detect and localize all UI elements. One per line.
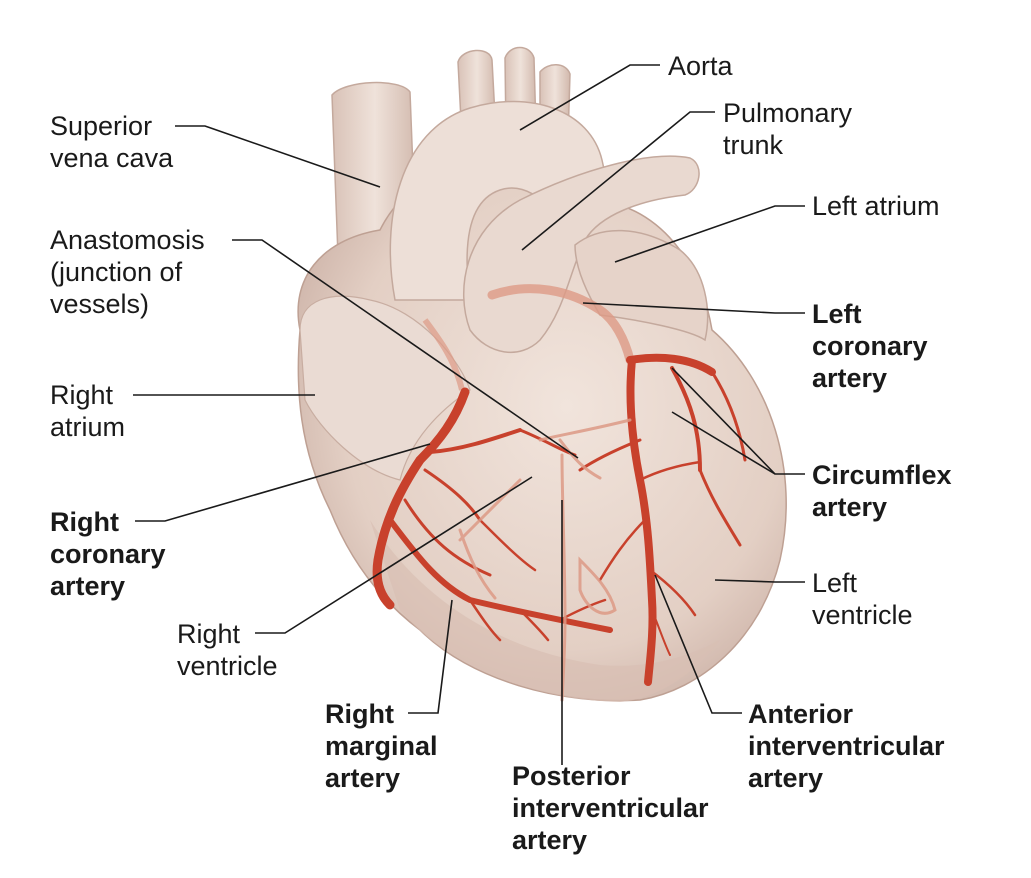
- label-line: ventricle: [177, 651, 278, 681]
- label-line: interventricular: [512, 793, 709, 823]
- label-line: artery: [748, 763, 824, 793]
- label-line: Anterior: [748, 699, 854, 729]
- label-line: ventricle: [812, 600, 913, 630]
- label-superior-vena-cava: Superior vena cava: [50, 110, 173, 174]
- label-line: Left: [812, 299, 862, 329]
- label-anastomosis: Anastomosis (junction of vessels): [50, 224, 205, 320]
- left-coronary-artery-faint: [487, 284, 635, 365]
- anterior-interventricular-artery-vessel: [626, 356, 657, 686]
- label-line: vena cava: [50, 143, 174, 173]
- label-left-coronary-artery: Left coronary artery: [812, 298, 928, 394]
- label-circumflex-artery: Circumflex artery: [812, 459, 952, 523]
- label-line: Posterior: [512, 761, 631, 791]
- label-line: interventricular: [748, 731, 945, 761]
- label-right-coronary-artery: Right coronary artery: [50, 506, 166, 602]
- label-line: Left atrium: [812, 191, 940, 221]
- label-left-atrium: Left atrium: [812, 190, 940, 222]
- label-right-ventricle: Right ventricle: [177, 618, 278, 682]
- right-coronary-artery-vessel: [372, 387, 470, 610]
- label-line: Aorta: [668, 51, 733, 81]
- label-pulmonary-trunk: Pulmonary trunk: [723, 97, 852, 161]
- label-right-marginal-artery: Right marginal artery: [325, 698, 438, 794]
- label-line: coronary: [812, 331, 928, 361]
- label-line: artery: [812, 492, 888, 522]
- label-line: artery: [812, 363, 888, 393]
- label-line: Superior: [50, 111, 153, 141]
- anastomosis-faint: [422, 318, 465, 391]
- label-line: artery: [325, 763, 401, 793]
- label-right-atrium: Right atrium: [50, 379, 125, 443]
- leader-lines: [133, 64, 805, 765]
- pulmonary-trunk-shape: [463, 155, 700, 354]
- label-line: trunk: [723, 130, 784, 160]
- ventricle-shading: [370, 520, 720, 702]
- label-line: coronary: [50, 539, 166, 569]
- label-left-ventricle: Left ventricle: [812, 567, 913, 631]
- circumflex-artery-vessel: [626, 353, 716, 376]
- label-line: artery: [50, 571, 126, 601]
- label-line: Circumflex: [812, 460, 952, 490]
- label-line: (junction of: [50, 257, 183, 287]
- label-line: Right: [177, 619, 241, 649]
- label-line: Anastomosis: [50, 225, 205, 255]
- label-line: Right: [50, 380, 114, 410]
- label-line: Pulmonary: [723, 98, 853, 128]
- label-line: atrium: [50, 412, 126, 442]
- label-line: Right: [50, 507, 119, 537]
- label-line: artery: [512, 825, 588, 855]
- label-posterior-interventricular-artery: Posterior interventricular artery: [512, 760, 709, 856]
- label-line: marginal: [325, 731, 438, 761]
- label-line: vessels): [50, 289, 150, 319]
- label-line: Right: [325, 699, 394, 729]
- label-aorta: Aorta: [668, 50, 733, 82]
- label-line: Left: [812, 568, 858, 598]
- label-anterior-interventricular-artery: Anterior interventricular artery: [748, 698, 945, 794]
